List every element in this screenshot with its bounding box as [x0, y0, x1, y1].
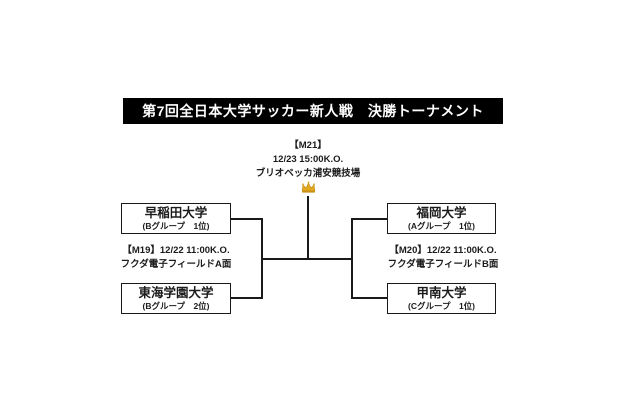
bracket-line-right-bottom-stub: [351, 297, 388, 299]
semifinal-right-match: 【M20】12/22 11:00K.O.: [389, 245, 497, 256]
bracket-line-left-top-stub: [230, 218, 263, 220]
team-name: 甲南大学: [416, 285, 467, 300]
bracket-line-final-horizontal: [262, 258, 353, 260]
team-box-konan: 甲南大学 (Cグループ 1位): [387, 283, 496, 314]
bracket-line-left-vertical: [261, 218, 263, 299]
final-match-venue: ブリオベッカ浦安競技場: [255, 168, 361, 179]
bracket-line-right-top-stub: [351, 218, 388, 220]
tournament-title: 第7回全日本大学サッカー新人戦 決勝トーナメント: [142, 103, 484, 119]
final-match-kickoff: 12/23 15:00K.O.: [272, 154, 344, 165]
team-name: 東海学園大学: [138, 285, 214, 300]
final-match-info: 【M21】 12/23 15:00K.O. ブリオベッカ浦安競技場: [208, 139, 408, 181]
team-box-fukuoka: 福岡大学 (Aグループ 1位): [387, 203, 496, 234]
team-box-waseda: 早稲田大学 (Bグループ 1位): [121, 203, 231, 234]
team-name: 早稲田大学: [144, 205, 208, 220]
semifinal-right-venue: フクダ電子フィールドB面: [387, 259, 499, 270]
semifinal-left-venue: フクダ電子フィールドA面: [120, 259, 232, 270]
team-name: 福岡大学: [416, 205, 467, 220]
bracket-line-left-bottom-stub: [230, 297, 263, 299]
team-group: (Cグループ 1位): [407, 300, 476, 311]
bracket-line-final-vertical: [307, 196, 309, 260]
crown-icon: [300, 181, 317, 194]
bracket-line-right-vertical: [351, 218, 353, 299]
semifinal-right-info: 【M20】12/22 11:00K.O. フクダ電子フィールドB面: [358, 244, 528, 272]
semifinal-left-info: 【M19】12/22 11:00K.O. フクダ電子フィールドA面: [91, 244, 261, 272]
final-match-id: 【M21】: [289, 140, 327, 151]
team-group: (Aグループ 1位): [407, 220, 476, 231]
team-group: (Bグループ 1位): [142, 220, 210, 231]
semifinal-left-match: 【M19】12/22 11:00K.O.: [122, 245, 230, 256]
team-group: (Bグループ 2位): [142, 300, 210, 311]
tournament-title-bar: 第7回全日本大学サッカー新人戦 決勝トーナメント: [123, 98, 503, 124]
team-box-tokai-gakuen: 東海学園大学 (Bグループ 2位): [121, 283, 231, 314]
